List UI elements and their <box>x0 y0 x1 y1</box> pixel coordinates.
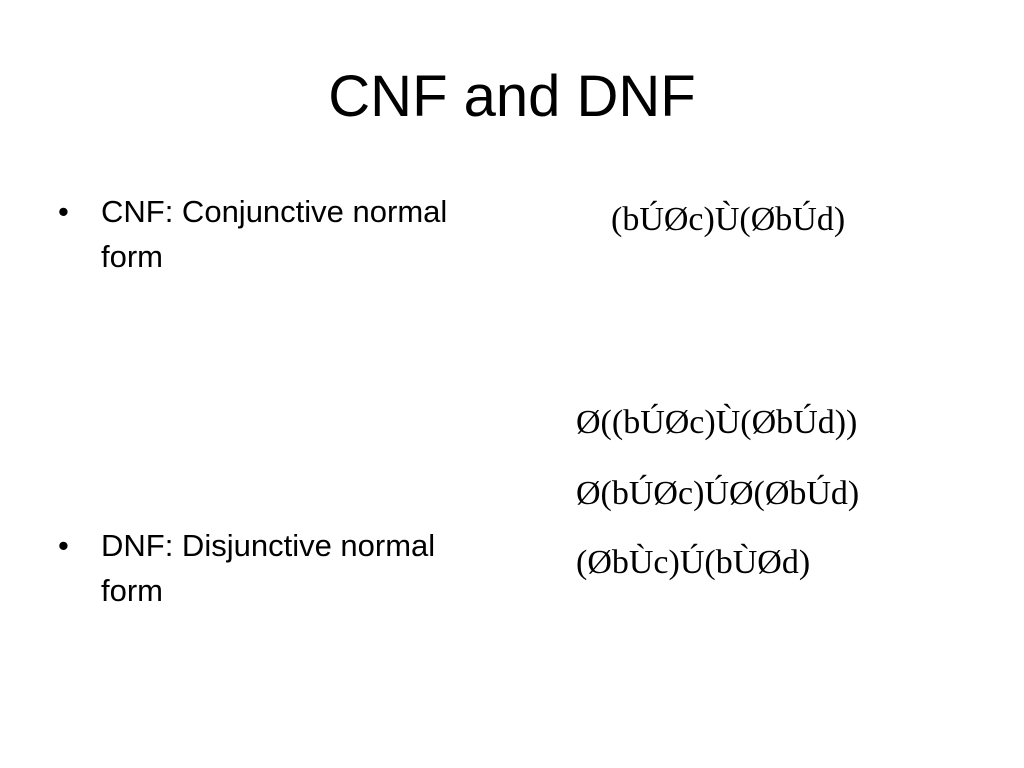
formula-de-morgan-step: Ø(bÚØc)ÚØ(ØbÚd) <box>576 475 860 512</box>
bullet-cnf: • CNF: Conjunctive normal form <box>58 189 458 279</box>
formula-dnf-result: (ØbÙc)Ú(bÙØd) <box>576 544 811 581</box>
formula-negated-cnf: Ø((bÚØc)Ù(ØbÚd)) <box>576 404 858 441</box>
bullet-text-dnf: DNF: Disjunctive normal form <box>101 528 436 608</box>
slide-title: CNF and DNF <box>328 64 696 129</box>
bullet-text-cnf: CNF: Conjunctive normal form <box>101 194 448 274</box>
bullet-marker: • <box>58 528 69 563</box>
bullet-marker: • <box>58 194 69 229</box>
formula-cnf-example: (bÚØc)Ù(ØbÚd) <box>611 201 846 238</box>
bullet-dnf: • DNF: Disjunctive normal form <box>58 523 458 613</box>
